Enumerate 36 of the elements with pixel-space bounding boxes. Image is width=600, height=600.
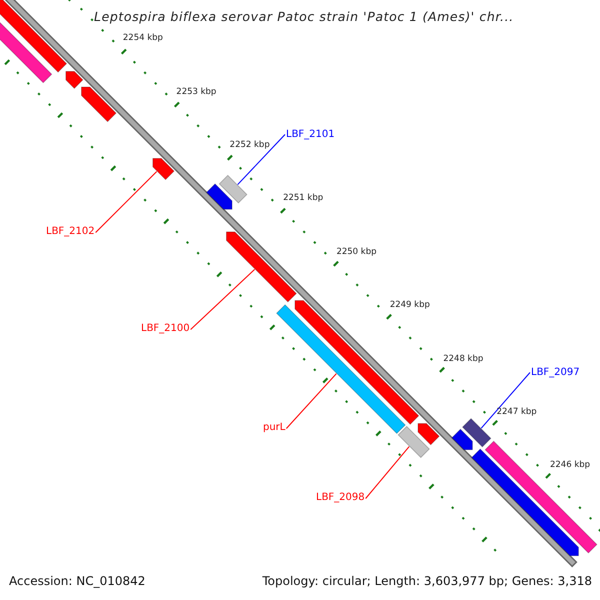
gene-bar <box>226 232 297 302</box>
gene-bar <box>398 426 430 458</box>
map-title: Leptospira biflexa serovar Patoc strain 'Patoc 1 (Ames)' chr... <box>94 9 514 24</box>
leader-line <box>190 268 256 330</box>
scale-label: 2252 kbp <box>230 140 270 150</box>
accession-text: Accession: NC_010842 <box>9 574 146 588</box>
scale-label: 2248 kbp <box>443 354 484 364</box>
leader-line <box>237 134 286 186</box>
gene-label: LBF_2098 <box>316 492 365 503</box>
gene-bar <box>0 0 68 73</box>
gene-bar <box>65 71 84 89</box>
leader-line <box>365 446 410 499</box>
gene-label: LBF_2097 <box>531 367 580 378</box>
gene-bar <box>81 86 117 122</box>
scale-label: 2249 kbp <box>390 300 430 310</box>
gene-bar <box>462 418 492 448</box>
gene-label: LBF_2100 <box>141 323 190 334</box>
gene-label: LBF_2101 <box>286 129 335 140</box>
leader-line <box>95 170 158 233</box>
gene-bar <box>206 183 232 210</box>
gene-bar <box>484 440 598 554</box>
gene-bar <box>418 423 440 446</box>
leader-line <box>480 372 530 429</box>
gene-label: LBF_2102 <box>46 226 95 237</box>
scale-label: 2246 kbp <box>550 460 590 470</box>
gene-bar <box>218 174 248 204</box>
scale-label: 2250 kbp <box>336 246 376 257</box>
gene-bar <box>152 158 175 180</box>
scale-label: 2254 kbp <box>122 33 163 44</box>
scale-label: 2253 kbp <box>176 86 216 97</box>
scale-label: 2247 kbp <box>496 406 537 417</box>
gene-label: purL <box>263 422 286 433</box>
leader-line <box>286 373 337 429</box>
scale-label: 2251 kbp <box>283 193 324 204</box>
genome-info-text: Topology: circular; Length: 3,603,977 bp; Genes: 3,318 <box>262 574 592 588</box>
gene-bar <box>451 428 473 450</box>
